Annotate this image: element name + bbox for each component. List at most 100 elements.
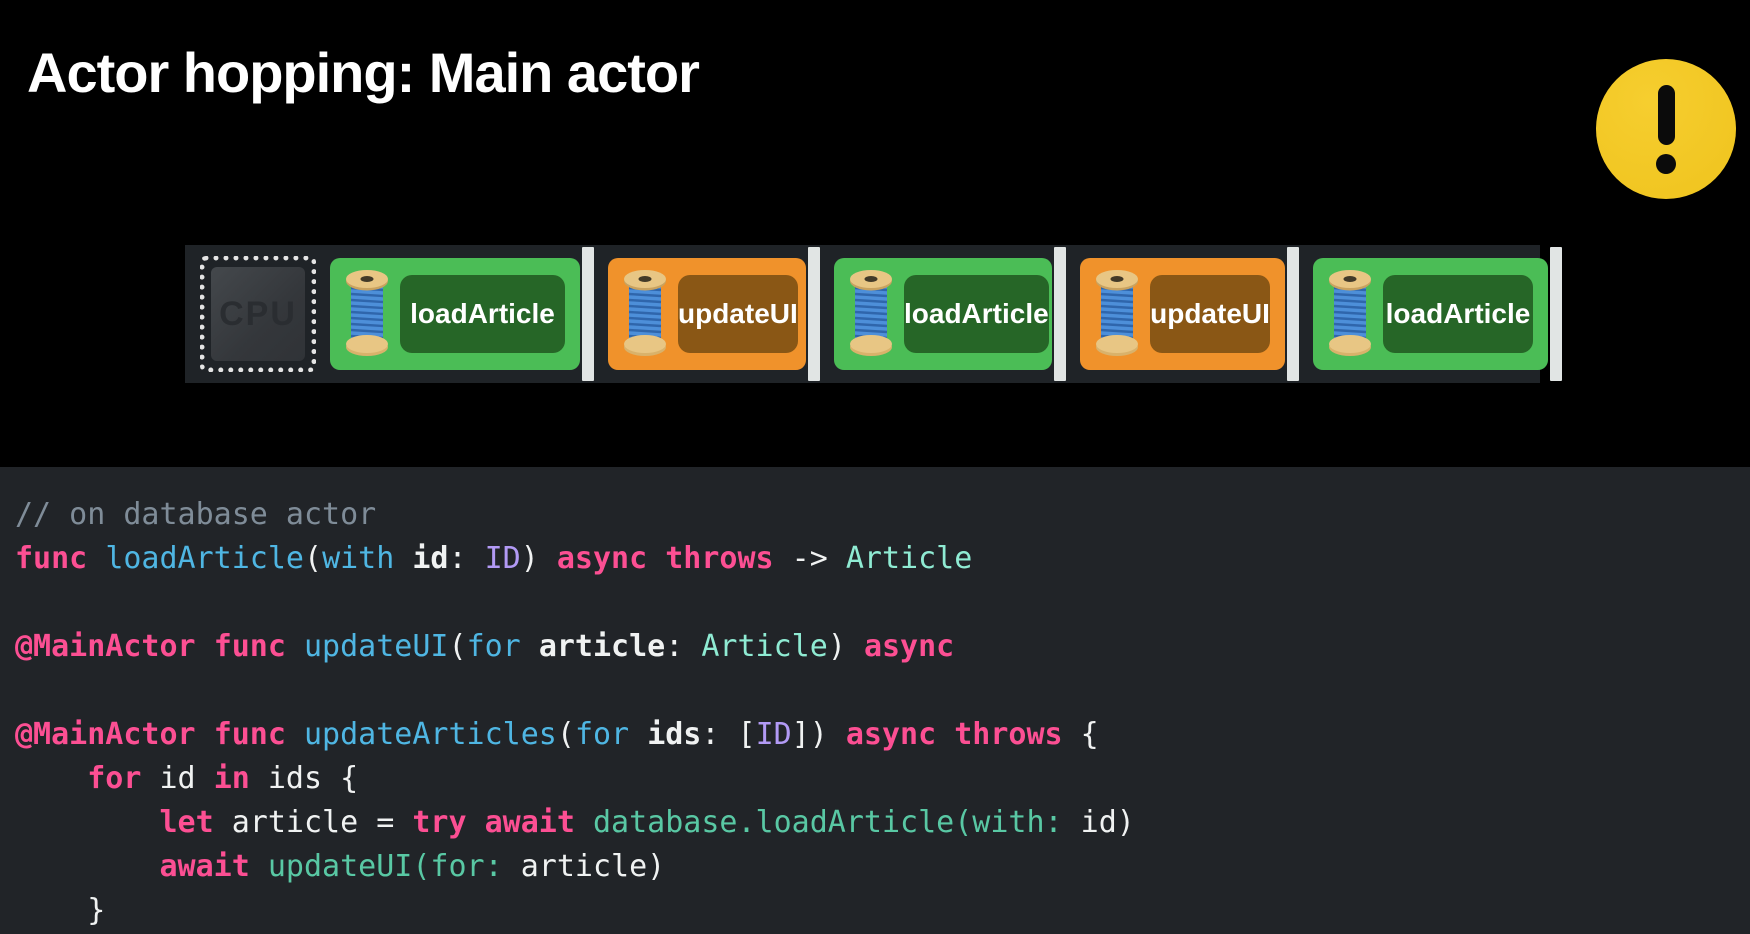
thread-hop-divider [1287, 247, 1299, 381]
timeline-block-orange: updateUI [608, 258, 806, 370]
code-token: try [412, 805, 467, 840]
code-token [521, 629, 539, 664]
thread-spool-icon [624, 270, 666, 356]
code-token: : [448, 541, 485, 576]
block-label: loadArticle [400, 275, 565, 353]
timeline-block-orange: updateUI [1080, 258, 1285, 370]
code-token [87, 541, 105, 576]
code-line: let article = try await database.loadArt… [0, 801, 1750, 845]
code-token: @MainActor [15, 717, 196, 752]
thread-spool-icon [346, 270, 388, 356]
code-token [394, 541, 412, 576]
code-token [629, 717, 647, 752]
code-token: for [466, 629, 521, 664]
code-token: updateArticles [304, 717, 557, 752]
code-token: updateUI(for: [267, 849, 503, 884]
code-token: ( [304, 541, 323, 576]
code-token: updateUI [304, 629, 449, 664]
block-label: loadArticle [1383, 275, 1533, 353]
code-token [936, 717, 954, 752]
exclamation-dot [1656, 153, 1676, 174]
timeline-blocks: loadArticle updateUI loadArticle [316, 245, 1562, 383]
code-line: // on database actor [0, 493, 1750, 537]
code-token [286, 629, 304, 664]
code-line: } [0, 889, 1750, 933]
code-token: article [538, 629, 666, 664]
code-token: database.loadArticle(with: [593, 805, 1063, 840]
timeline-block-green: loadArticle [1313, 258, 1548, 370]
code-token: throws [954, 717, 1063, 752]
code-token: id) [1062, 805, 1135, 840]
page-title: Actor hopping: Main actor [27, 41, 700, 104]
cpu-chip-body: CPU [211, 267, 305, 361]
code-line: @MainActor func updateUI(for article: Ar… [0, 625, 1750, 669]
code-token: await [484, 805, 575, 840]
block-label: loadArticle [904, 275, 1049, 353]
timeline-block-green: loadArticle [834, 258, 1052, 370]
code-token: article) [502, 849, 666, 884]
code-token: in [213, 761, 250, 796]
code-token: -> [773, 541, 846, 576]
code-token: ) [520, 541, 557, 576]
code-line: for id in ids { [0, 757, 1750, 801]
code-token: throws [665, 541, 774, 576]
thread-spool-icon [1329, 270, 1371, 356]
code-token: id [141, 761, 214, 796]
code-token: for [574, 717, 630, 752]
code-token [15, 849, 160, 884]
code-line [0, 669, 1750, 713]
code-token: func [213, 629, 286, 664]
code-token: { [1062, 717, 1099, 752]
code-token: // on database actor [15, 497, 377, 532]
timeline-block-green: loadArticle [330, 258, 580, 370]
code-token: let [159, 805, 214, 840]
warning-exclamation-icon [1596, 59, 1736, 199]
thread-hop-divider [1550, 247, 1562, 381]
code-token: @MainActor [15, 629, 196, 664]
code-token [647, 541, 665, 576]
code-line: @MainActor func updateArticles(for ids: … [0, 713, 1750, 757]
code-token [15, 805, 160, 840]
code-token: func [213, 717, 286, 752]
cpu-label: CPU [219, 294, 297, 333]
code-token [196, 629, 214, 664]
code-token [575, 805, 593, 840]
code-token: func [15, 541, 88, 576]
code-token: id [412, 541, 449, 576]
thread-spool-icon [1096, 270, 1138, 356]
thread-hop-divider [1054, 247, 1066, 381]
code-token: loadArticle [105, 541, 304, 576]
exclamation-bar [1657, 84, 1675, 145]
code-token: : [665, 629, 702, 664]
code-token: async [556, 541, 648, 576]
code-token: ) [827, 629, 864, 664]
code-token: async [863, 629, 955, 664]
code-token [286, 717, 304, 752]
code-token: : [ [701, 717, 756, 752]
code-token [196, 717, 214, 752]
code-token: Article [701, 629, 828, 664]
block-label: updateUI [1150, 275, 1270, 353]
code-token: ( [556, 717, 575, 752]
code-line [0, 581, 1750, 625]
code-line: await updateUI(for: article) [0, 845, 1750, 889]
code-token: ids { [249, 761, 359, 796]
code-token: for [87, 761, 142, 796]
code-token: ID [484, 541, 521, 576]
code-token: ( [448, 629, 467, 664]
timeline-track: CPU loadArticle updat [185, 245, 1562, 383]
code-token: with [322, 541, 395, 576]
code-token [15, 761, 87, 796]
cpu-chip-icon: CPU [200, 256, 316, 372]
thread-spool-icon [850, 270, 892, 356]
code-line: func loadArticle(with id: ID) async thro… [0, 537, 1750, 581]
code-token: ]) [791, 717, 846, 752]
thread-hop-divider [582, 247, 594, 381]
code-token: await [159, 849, 250, 884]
code-token: async [845, 717, 937, 752]
code-token: } [15, 893, 106, 928]
code-token [467, 805, 485, 840]
code-token: article = [213, 805, 413, 840]
